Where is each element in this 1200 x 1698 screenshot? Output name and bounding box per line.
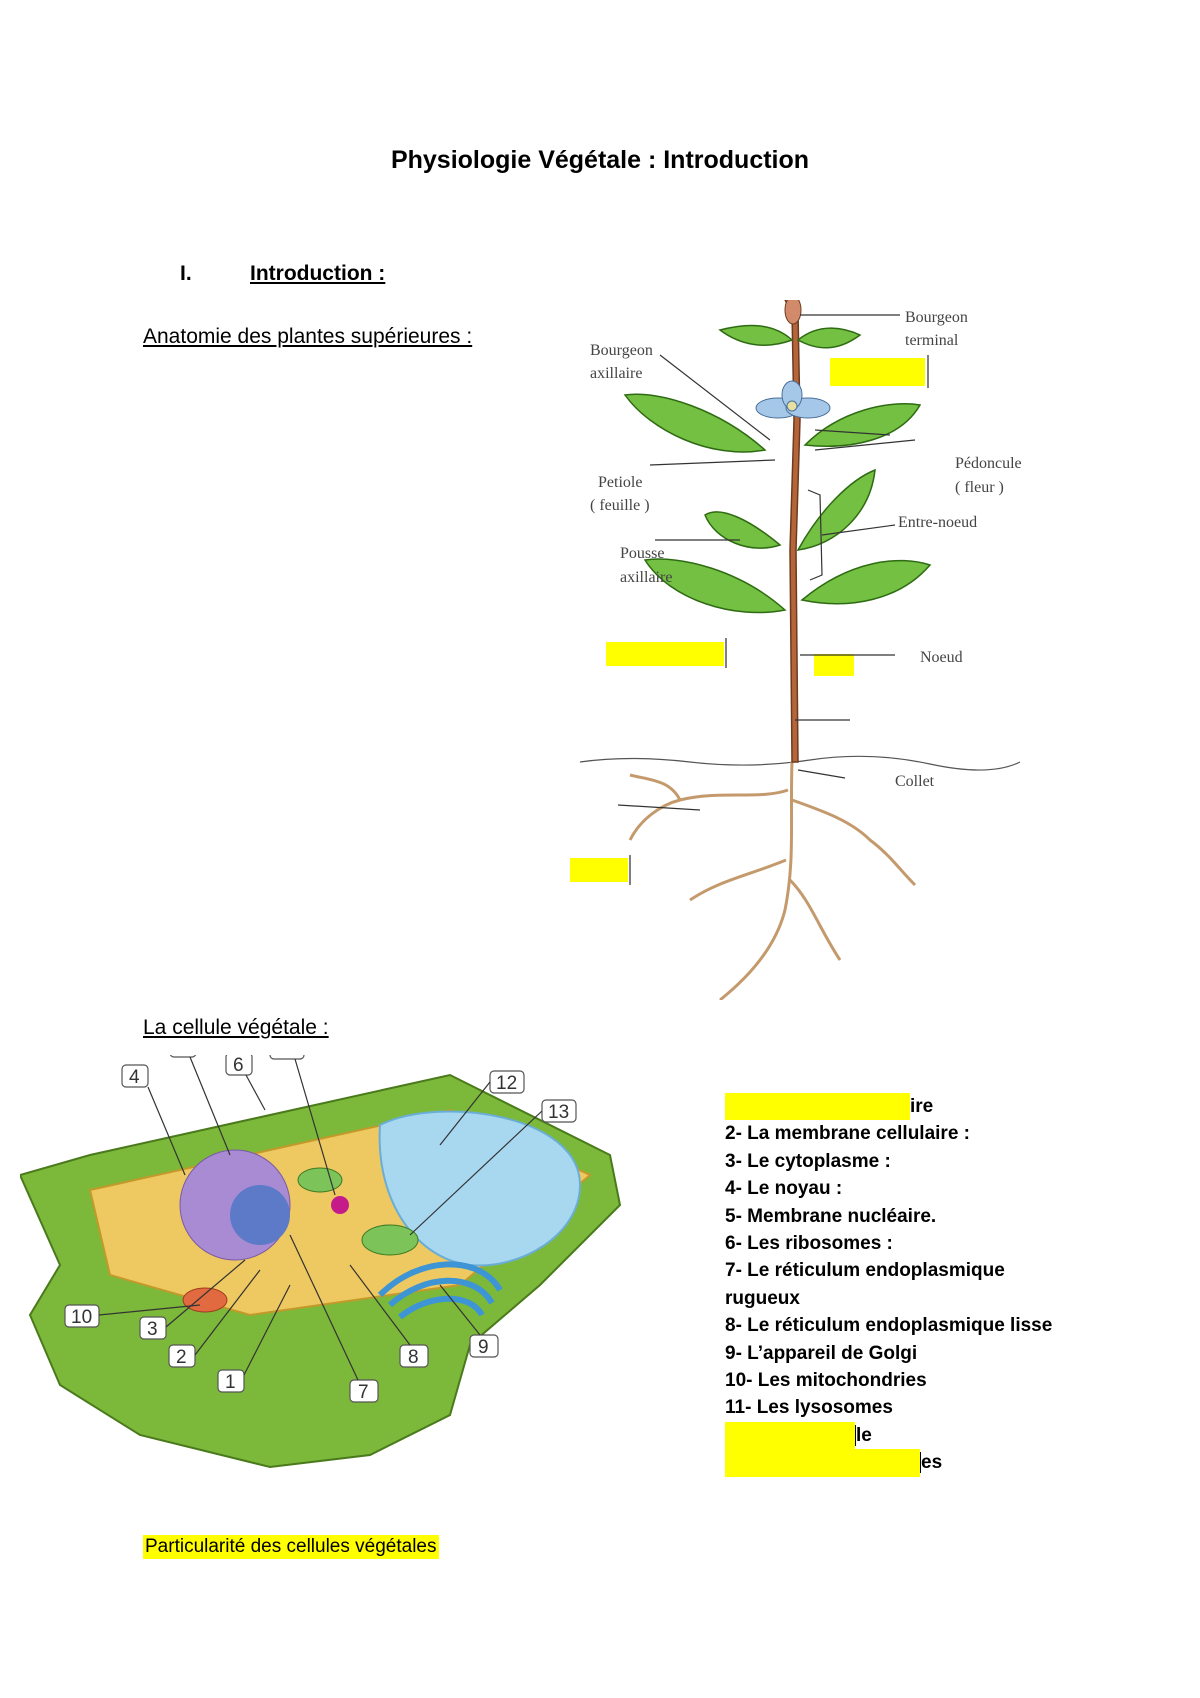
callout-1: 1 bbox=[225, 1372, 236, 1393]
callout-4: 4 bbox=[129, 1067, 140, 1088]
ground-line bbox=[579, 755, 1021, 771]
callout-lines bbox=[98, 1056, 543, 1381]
section-heading: I. Introduction : bbox=[180, 262, 385, 286]
label-collet: Collet bbox=[895, 773, 935, 790]
vacuole bbox=[378, 1110, 582, 1267]
callout-6: 6 bbox=[233, 1055, 244, 1076]
flower bbox=[755, 380, 831, 419]
golgi bbox=[377, 1261, 503, 1320]
anatomy-heading: Anatomie des plantes supérieures : bbox=[143, 325, 473, 348]
label-pedoncule-2: ( fleur ) bbox=[955, 479, 1004, 496]
highlight-box bbox=[570, 858, 628, 882]
callout-numbers: 1 2 3 4 5 6 7 8 9 10 11 12 13 bbox=[71, 1055, 569, 1403]
callout-11: 11 bbox=[276, 1055, 296, 1060]
mitochondrion bbox=[182, 1287, 228, 1313]
legend-item-12: le bbox=[725, 1421, 1052, 1450]
label-pousse-2: axillaire bbox=[620, 569, 672, 586]
leaves bbox=[623, 324, 932, 614]
label-petiole: Petiole bbox=[598, 474, 642, 491]
callout-3: 3 bbox=[147, 1319, 158, 1340]
lysosome bbox=[331, 1196, 349, 1214]
legend-item: 2- La membrane cellulaire : bbox=[725, 1123, 970, 1145]
label-bourgeon-axillaire-2: axillaire bbox=[590, 365, 642, 382]
legend-item: 4- Le noyau : bbox=[725, 1178, 843, 1200]
callout-13: 13 bbox=[548, 1102, 569, 1123]
callout-5: 5 bbox=[177, 1055, 188, 1058]
page-title: Physiologie Végétale : Introduction bbox=[390, 146, 810, 174]
highlight-box bbox=[830, 358, 925, 386]
label-noeud: Noeud bbox=[920, 649, 963, 666]
callout-12: 12 bbox=[496, 1073, 517, 1094]
highlight-box bbox=[814, 654, 854, 676]
legend-item: 10- Les mitochondries bbox=[725, 1370, 927, 1392]
label-entre-noeud: Entre-noeud bbox=[898, 514, 977, 531]
section-label: Introduction : bbox=[250, 262, 386, 285]
legend-item: 11- Les lysosomes bbox=[725, 1397, 893, 1419]
label-pousse: Pousse bbox=[620, 545, 664, 562]
chloroplast bbox=[361, 1224, 419, 1256]
legend-item: 6- Les ribosomes : bbox=[725, 1233, 893, 1255]
callout-7: 7 bbox=[358, 1382, 369, 1403]
legend-item: 9- L’appareil de Golgi bbox=[725, 1342, 918, 1364]
legend-item: 3- Le cytoplasme : bbox=[725, 1150, 891, 1172]
callouts bbox=[64, 1055, 577, 1403]
stem bbox=[784, 300, 801, 763]
label-petiole-2: ( feuille ) bbox=[590, 497, 650, 514]
label-pedoncule: Pédoncule bbox=[955, 455, 1022, 472]
highlight-box bbox=[606, 642, 724, 666]
cell-legend: ire 2- La membrane cellulaire : 3- Le cy… bbox=[725, 1093, 1052, 1477]
callout-8: 8 bbox=[408, 1347, 419, 1368]
plant-cell-diagram: 1 2 3 4 5 6 7 8 9 10 11 12 13 bbox=[20, 1055, 622, 1469]
plant-anatomy-diagram: Bourgeon axillaire Bourgeon terminal Pet… bbox=[570, 300, 1022, 1000]
legend-item: 8- Le réticulum endoplasmique lisse bbox=[725, 1315, 1053, 1337]
chloroplast bbox=[297, 1167, 343, 1193]
legend-item: rugueux bbox=[725, 1287, 800, 1309]
leader-lines bbox=[617, 314, 916, 811]
roots bbox=[628, 761, 917, 1000]
callout-2: 2 bbox=[176, 1347, 187, 1368]
callout-9: 9 bbox=[478, 1337, 489, 1358]
legend-item-13: es bbox=[725, 1449, 1052, 1477]
legend-item-1: ire bbox=[725, 1093, 1052, 1121]
cell-heading: La cellule végétale : bbox=[143, 1016, 329, 1039]
label-bourgeon-terminal: Bourgeon bbox=[905, 309, 968, 326]
section-number: I. bbox=[180, 262, 192, 285]
callout-10: 10 bbox=[71, 1307, 92, 1328]
terminal-bud bbox=[784, 300, 802, 325]
label-bourgeon-terminal-2: terminal bbox=[905, 332, 959, 349]
label-bourgeon-axillaire: Bourgeon bbox=[590, 342, 653, 359]
particularite-heading: Particularité des cellules végétales bbox=[143, 1535, 439, 1559]
nucleolus bbox=[230, 1185, 290, 1245]
legend-item: 7- Le réticulum endoplasmique bbox=[725, 1260, 1005, 1282]
legend-item: 5- Membrane nucléaire. bbox=[725, 1205, 937, 1227]
